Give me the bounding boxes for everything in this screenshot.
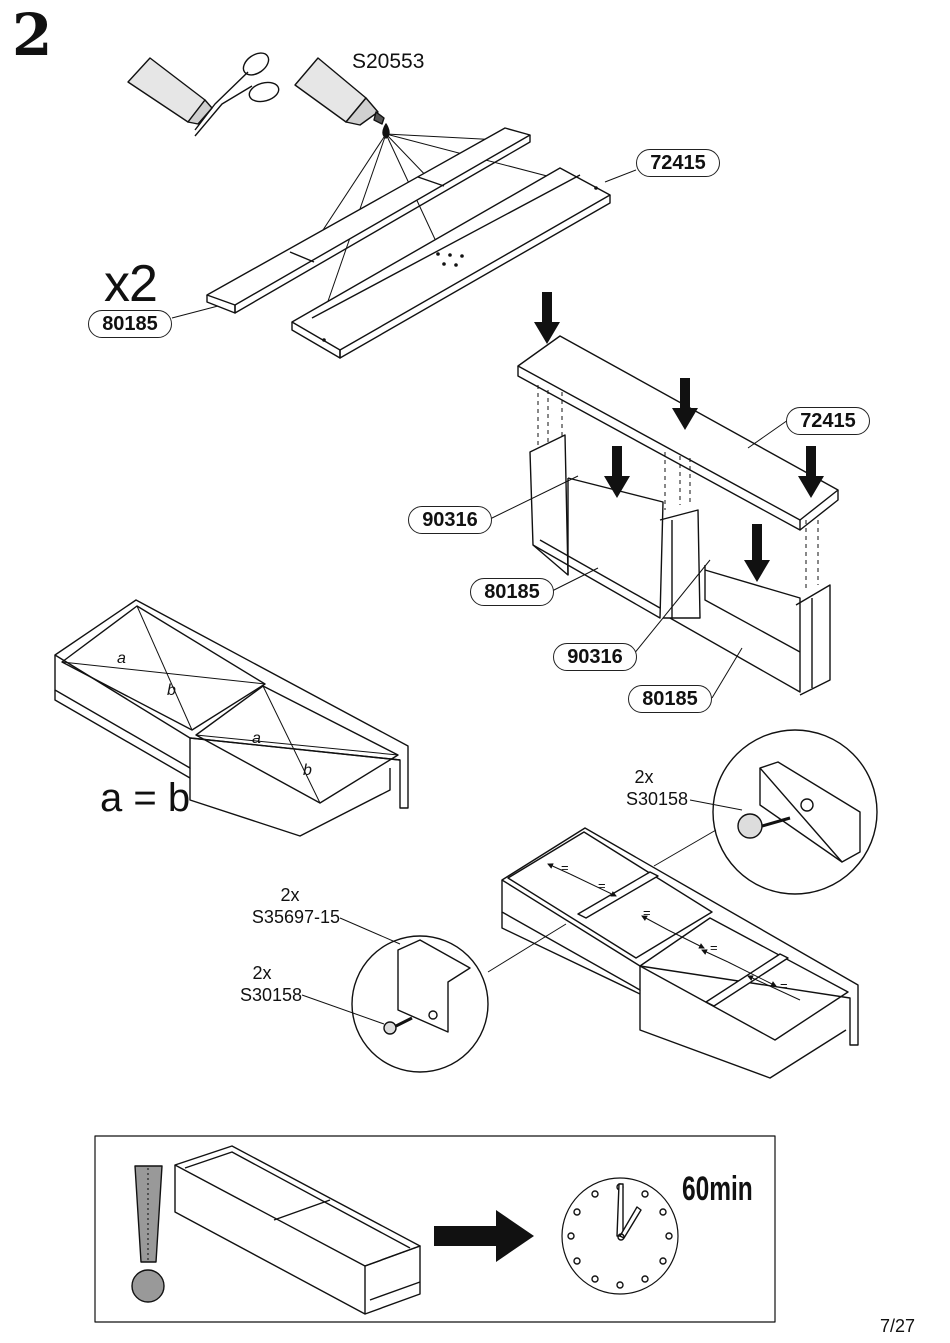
- part-label-72415: 72415: [636, 149, 720, 177]
- callout-screw-bottom-qty: 2x: [252, 963, 272, 983]
- quantity-multiplier: x2: [104, 255, 158, 313]
- callout-bracket-qty: 2x: [280, 885, 300, 905]
- board-80185: [206, 127, 531, 314]
- duration-label: 60min: [682, 1170, 753, 1208]
- step-number: 2: [12, 1, 53, 69]
- callout-bracket-code: S35697-15: [251, 907, 340, 927]
- diagonal-label-a2: a: [252, 730, 261, 747]
- board-72415: [291, 167, 611, 359]
- part-label-right-bottom-80185: 80185: [628, 685, 712, 713]
- glue-tube-scissors-icon: [127, 52, 280, 137]
- down-arrow-icons: [534, 292, 824, 582]
- diagonal-label-b1: b: [167, 682, 176, 699]
- diagonal-label-a1: a: [117, 650, 126, 667]
- equal-mark-4: =: [710, 940, 718, 955]
- callout-screw-top-qty: 2x: [634, 767, 654, 787]
- callout-screw-top: 2x S30158: [600, 766, 688, 810]
- equal-mark-3: =: [643, 905, 651, 920]
- right-arrow-icon: [434, 1210, 534, 1262]
- equal-mark-5: =: [780, 978, 788, 993]
- drawer-open-illustration: [174, 1145, 421, 1315]
- zoom-circle-bottom: [351, 923, 567, 1073]
- part-label-80185: 80185: [88, 310, 172, 338]
- drawer-assembly-brackets: [501, 827, 859, 1079]
- callout-screw-bottom: 2x S30158: [222, 962, 302, 1006]
- clock-icon: [561, 1177, 679, 1295]
- part-label-left-divider-90316: 90316: [408, 506, 492, 534]
- drawer-diagonal-check: [54, 599, 409, 837]
- exclamation-icon: [131, 1165, 165, 1303]
- glue-code: S20553: [352, 50, 425, 73]
- zoom-circle-top: [653, 729, 878, 895]
- glue-tube-icon: [294, 57, 390, 139]
- part-label-left-bottom-80185: 80185: [470, 578, 554, 606]
- equal-mark-1: =: [561, 860, 569, 875]
- cabinet-assembly: [517, 335, 839, 696]
- diagonal-label-b2: b: [303, 762, 312, 779]
- part-label-right-divider-90316: 90316: [553, 643, 637, 671]
- callout-screw-bottom-code: S30158: [239, 985, 302, 1005]
- callout-bracket: 2x S35697-15: [240, 884, 340, 928]
- equal-mark-2: =: [598, 878, 606, 893]
- page-number: 7/27: [880, 1316, 916, 1336]
- diagonal-equation: a = b: [100, 776, 191, 820]
- callout-screw-top-code: S30158: [625, 789, 688, 809]
- part-label-top-72415: 72415: [786, 407, 870, 435]
- footer-box: [94, 1135, 776, 1323]
